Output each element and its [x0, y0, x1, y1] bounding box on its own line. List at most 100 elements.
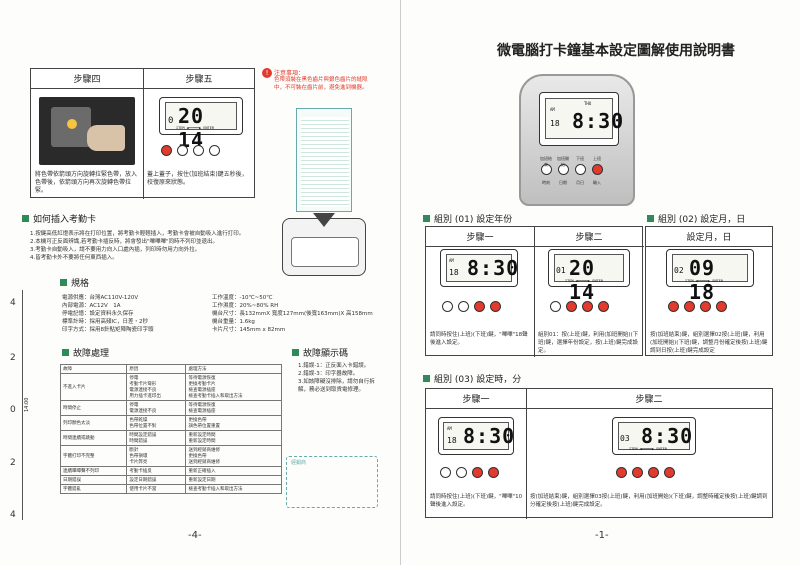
spec-left: 電源供應：台灣AC110V-120V 內部電源：AC12V 1A 停電記憶：設定…: [62, 295, 154, 333]
fault-table-row: 不進入卡片停電 考勤卡片彎形 電源連接不良 用力插卡進印出等待電源恢復 更換考勤…: [59, 373, 282, 401]
group01-step1-title: 步驟一: [426, 227, 534, 247]
group03-step1-title: 步驟一: [426, 389, 526, 409]
group02-lcd: 02 09 18 ITEM ◀━━━━━▶ ENTER: [666, 249, 754, 304]
fault-table-cell: 送到經銷商維修 更換色帶 送到經銷商維修: [185, 445, 282, 467]
notice-body: 色帶須裝在黑色齒片與銀色齒片的縫隙中，不可裝在齒片前，避免進到機器。: [274, 77, 368, 91]
group01-step2-title: 步驟二: [534, 227, 644, 247]
group01-step1-desc: 請同時按住(上班)(下班)鍵，"嗶嗶"18聲後進入設定。: [430, 332, 528, 346]
fault-table-row: 字體錯亂使用卡片不當檢查考勤卡插入和取出方法: [59, 484, 282, 494]
ribbon-photo: [39, 97, 135, 165]
fault-heading: 故障處理: [62, 346, 109, 359]
fault-table-cell: 重新設定日期: [185, 475, 282, 485]
on-work-button[interactable]: [664, 467, 675, 478]
group01-step1-lcd: AM 18 8:30: [440, 249, 518, 287]
fault-table-cell: 停電 考勤卡片彎形 電源連接不良 用力插卡進印出: [126, 373, 187, 401]
step4-desc: 將色帶依箭頭方向旋轉拉緊色帶，放入色帶後，依箭頭方向再次旋轉色帶拉緊。: [35, 171, 138, 194]
off-work-button[interactable]: [193, 145, 204, 156]
fault-table: 故障 原因 處理方法 不進入卡片停電 考勤卡片彎形 電源連接不良 用力插卡進印出…: [59, 364, 282, 494]
manual-title: 微電腦打卡鐘基本設定圖解使用說明書: [497, 43, 735, 59]
fault-table-cell: 時間停止: [59, 400, 128, 416]
fault-table-cell: 斷針 色帶損壞 卡片弊亮: [126, 445, 187, 467]
off-work-button[interactable]: [582, 301, 593, 312]
left-page: 4 2 0 2 4 14:00 步驟四 步驟五 將色帶依箭頭方向旋轉拉緊色帶，放…: [10, 68, 378, 541]
ruler-label: 4: [10, 298, 16, 308]
group02-desc: 按(加班結束)鍵，組別選擇02按(上班)鍵，利用(加班開始)(下班)鍵，調整月份…: [650, 332, 768, 354]
overtime-start-button[interactable]: [566, 301, 577, 312]
group02-heading: 組別 (02) 設定月，日: [647, 212, 745, 225]
clock-on-work-button[interactable]: [592, 164, 603, 175]
on-work-button[interactable]: [488, 467, 499, 478]
step4-title: 步驟四: [31, 69, 143, 89]
step5-lcd-value: 20 14: [178, 104, 205, 152]
error-code-list: 1.錯誤-1：正反面入卡錯誤。 2.錯誤-3：印字器故障。 3.如該障礙沒排除，…: [298, 363, 375, 393]
warning-icon: !: [262, 68, 272, 78]
group01-step2-lcd: 01 20 14 ITEM ◀━━━━━▶ ENTER: [548, 249, 630, 304]
off-work-button[interactable]: [474, 301, 485, 312]
fault-table-cell: 使用卡片不當: [126, 484, 187, 494]
overtime-start-button[interactable]: [632, 467, 643, 478]
fault-table-cell: 重新設定時間 重新設定時間: [185, 430, 282, 446]
notice-title: 注意事項：: [274, 70, 305, 77]
overtime-start-button[interactable]: [456, 467, 467, 478]
clock-lcd: THU AM 18 8:30: [539, 92, 623, 146]
on-work-button[interactable]: [716, 301, 727, 312]
step5-title: 步驟五: [143, 69, 255, 89]
fault-table-cell: 檢查考勤卡插入和取出方法: [185, 484, 282, 494]
clock-off-work-button[interactable]: [575, 164, 586, 175]
on-work-button[interactable]: [598, 301, 609, 312]
group01-panel: 步驟一 步驟二 AM 18 8:30 請同時按住(上班)(下班)鍵，"嗶嗶"18…: [425, 226, 644, 357]
fault-table-cell: 色帶乾燥 色帶位置不對: [126, 415, 187, 431]
group03-step2-desc: 按(加班結束)鍵，組別選擇03按(上班)鍵，利用(加班開始)(下班)鍵，調整時確…: [530, 494, 768, 508]
fault-table-cell: 時間連續或跳動: [59, 430, 128, 446]
off-work-button[interactable]: [648, 467, 659, 478]
overtime-end-button[interactable]: [668, 301, 679, 312]
group01-heading: 組別 (01) 設定年份: [423, 212, 512, 225]
group01-step2-desc: 組別01：按(上班)鍵，利用(加班開始)(下班)鍵，選擇年份設定，按(上班)鍵完…: [538, 332, 639, 354]
group02-step-title: 設定月，日: [646, 227, 772, 247]
ruler-line: [22, 290, 23, 520]
clock-time: 8:30: [572, 109, 625, 133]
overtime-start-button[interactable]: [684, 301, 695, 312]
steps-4-5-panel: 步驟四 步驟五 將色帶依箭頭方向旋轉拉緊色帶，放入色帶後，依箭頭方向再次旋轉色帶…: [30, 68, 255, 199]
ruler-label: 4: [10, 510, 16, 520]
fault-table-cell: 等待電源恢復 更換考勤卡片 檢查電源插座 檢查考勤卡插入和取出方法: [185, 373, 282, 401]
overtime-end-button[interactable]: [616, 467, 627, 478]
clock-overtime-start-button[interactable]: [558, 164, 569, 175]
step5-desc: 蓋上蓋子，按住(加班結束)鍵五秒後，校復原來狀態。: [147, 171, 248, 186]
insert-card-list: 1.按鍵高低紅燈表示將在打印位置，將考勤卡輕輕插入，考勤卡會被自動吸入進行打印。…: [30, 231, 245, 261]
step5-lcd: 0 20 14 ITEM ◀━━━━━▶ ENTER: [159, 97, 243, 152]
fault-table-row: 連續嗶嗶聲不列印考勤卡插反重新正確插入: [59, 466, 282, 476]
off-work-button[interactable]: [472, 467, 483, 478]
overtime-end-button[interactable]: [440, 467, 451, 478]
fault-table-cell: 列印顏色太淡: [59, 415, 128, 431]
time-card-illustration: [296, 108, 352, 212]
fault-table-cell: 連續嗶嗶聲不列印: [59, 466, 128, 476]
error-code-heading: 故障顯示碼: [292, 346, 348, 359]
insert-card-heading: 如何插入考勤卡: [22, 212, 96, 225]
on-work-button[interactable]: [490, 301, 501, 312]
step5-buttons: [161, 145, 220, 156]
overtime-end-button[interactable]: [161, 145, 172, 156]
fault-table-cell: 更換色帶 調色帶位置重置: [185, 415, 282, 431]
time-clock-illustration: THU AM 18 8:30 加班結束加班開始下班上班 時刻日期月日輸入: [519, 74, 635, 206]
page-number: -4-: [188, 530, 202, 541]
overtime-end-button[interactable]: [550, 301, 561, 312]
overtime-end-button[interactable]: [442, 301, 453, 312]
fault-table-cell: 設定日期錯誤: [126, 475, 187, 485]
off-work-button[interactable]: [700, 301, 711, 312]
ruler-side-label: 14:00: [24, 397, 30, 412]
overtime-start-button[interactable]: [177, 145, 188, 156]
fault-table-cell: 時間設定錯誤 時間錯誤: [126, 430, 187, 446]
clock-overtime-end-button[interactable]: [541, 164, 552, 175]
fault-table-row: 時間連續或跳動時間設定錯誤 時間錯誤重新設定時間 重新設定時間: [59, 430, 282, 446]
dealer-stamp-box: 經銷商: [286, 456, 378, 508]
group03-step2-lcd: 03 8:30 ITEM ◀━━━━━▶ ENTER: [612, 417, 696, 455]
right-page: 微電腦打卡鐘基本設定圖解使用說明書 THU AM 18 8:30 加班結束加班開…: [400, 0, 800, 565]
overtime-start-button[interactable]: [458, 301, 469, 312]
fault-table-row: 列印顏色太淡色帶乾燥 色帶位置不對更換色帶 調色帶位置重置: [59, 415, 282, 431]
fault-table-cell: 字體錯亂: [59, 484, 128, 494]
fault-table-row: 字體打印不完整斷針 色帶損壞 卡片弊亮送到經銷商維修 更換色帶 送到經銷商維修: [59, 445, 282, 467]
spec-heading: 規格: [60, 276, 89, 289]
fault-table-cell: 不進入卡片: [59, 373, 128, 401]
on-work-button[interactable]: [209, 145, 220, 156]
